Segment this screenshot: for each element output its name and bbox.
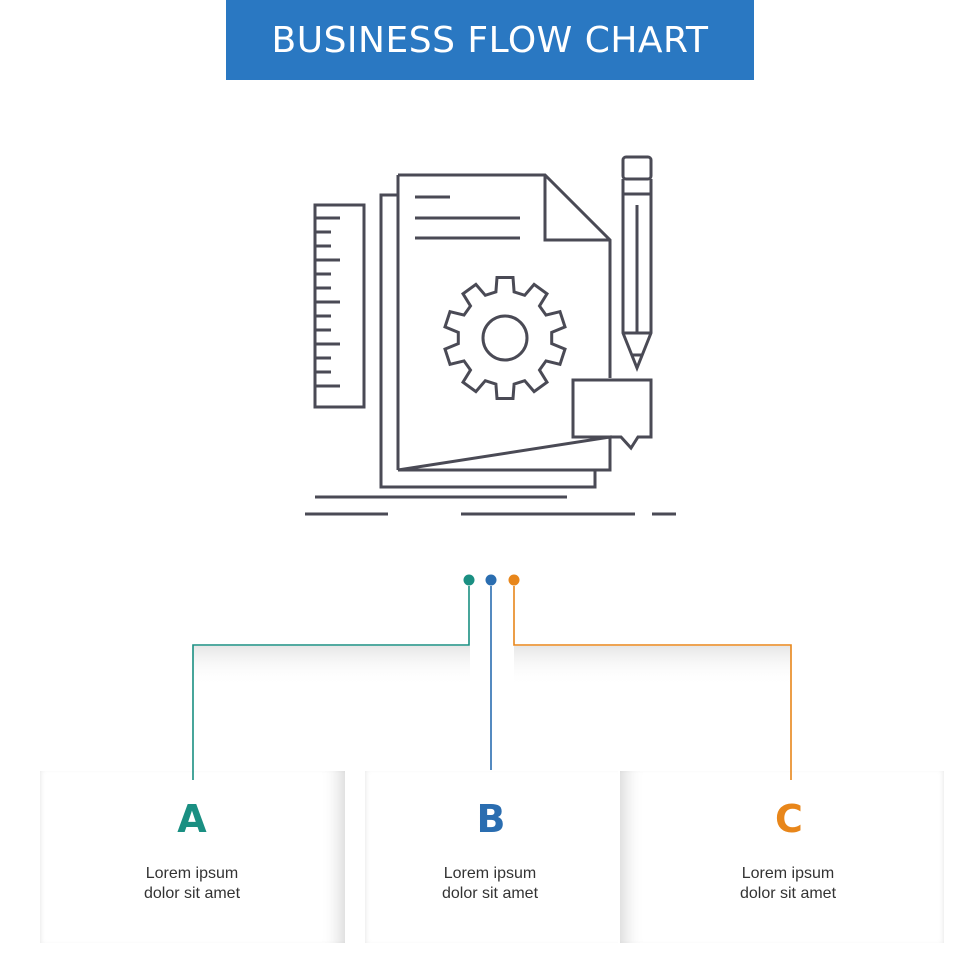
step-c-letter: C xyxy=(775,797,803,841)
step-a-line-1: Lorem ipsum xyxy=(145,865,239,882)
connector-shadow-a xyxy=(193,646,470,686)
step-b-letter: B xyxy=(476,797,506,841)
ruler-icon xyxy=(313,203,366,409)
connector-c xyxy=(513,586,792,780)
document-gear-ruler-pencil-chat-icon xyxy=(305,155,676,516)
step-c-line-1: Lorem ipsum xyxy=(741,865,835,882)
ground-lines xyxy=(305,495,676,516)
step-b-line-1: Lorem ipsum xyxy=(443,865,537,882)
gear-icon xyxy=(443,276,567,400)
connector-a xyxy=(192,586,470,780)
back-sheet-icon xyxy=(379,193,597,489)
pencil-icon xyxy=(621,155,653,373)
step-a-line-2: dolor sit amet xyxy=(143,885,241,902)
step-a-panel xyxy=(40,771,345,943)
step-c-line-2: dolor sit amet xyxy=(739,885,837,902)
title-banner: BUSINESS FLOW CHART xyxy=(226,0,754,80)
connector-dot-b xyxy=(485,574,497,586)
chat-bubble-icon xyxy=(571,378,653,451)
step-b-panel xyxy=(365,771,618,943)
connector-dot-c xyxy=(508,574,520,586)
connector-shadow-c xyxy=(514,646,791,686)
step-b-line-2: dolor sit amet xyxy=(441,885,539,902)
connector-dot-a xyxy=(463,574,475,586)
document-icon xyxy=(396,173,612,472)
step-c-description: Lorem ipsum dolor sit amet xyxy=(688,864,888,904)
step-a-letter: A xyxy=(177,797,207,841)
step-b-description: Lorem ipsum dolor sit amet xyxy=(390,864,590,904)
page-title: BUSINESS FLOW CHART xyxy=(271,19,709,61)
step-c-panel xyxy=(620,771,944,943)
step-a-description: Lorem ipsum dolor sit amet xyxy=(92,864,292,904)
